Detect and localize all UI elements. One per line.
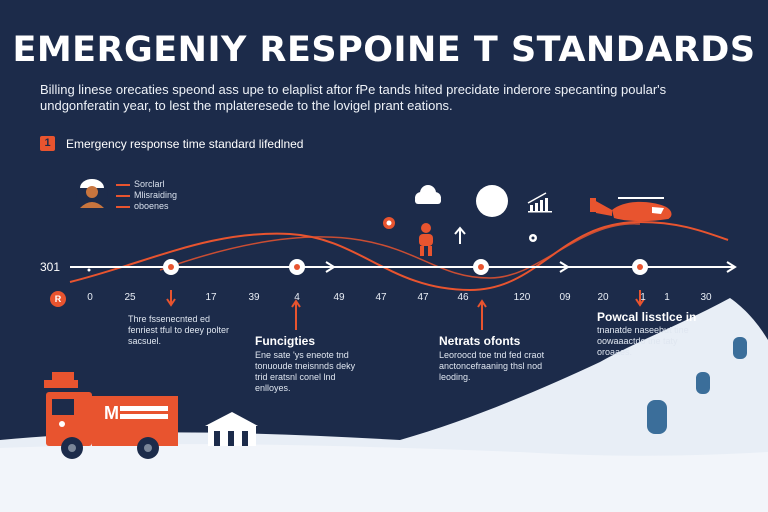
helicopter-icon	[590, 197, 672, 222]
note-2-text: Ene sate 'ys eneote tnd tonuoude tneisnn…	[255, 350, 356, 393]
tick-label: 39	[248, 292, 260, 303]
pointer-arrow-icon	[477, 299, 487, 330]
response-curve-2	[159, 223, 641, 279]
pointer-arrow-icon	[635, 290, 645, 307]
timeline-node	[632, 259, 648, 275]
person-icon	[76, 177, 108, 209]
tick-label: 1	[640, 292, 646, 303]
tick-label: 1	[664, 292, 670, 303]
note-3-text: Leoroocd toe tnd fed craot anctoncefraan…	[439, 350, 545, 382]
pointer-arrow-icon	[291, 299, 301, 330]
building-icon	[205, 412, 258, 446]
timeline-node	[163, 259, 179, 275]
note-1-text: Thre fssenecnted ed fenriest tful to dee…	[128, 314, 230, 346]
tick-label: 25	[124, 292, 136, 303]
legend-item-2: Mlisraiding	[116, 190, 177, 200]
pointer-arrow-icon	[166, 290, 176, 307]
marker-stones-icon	[647, 337, 747, 434]
response-curve-1	[69, 220, 729, 292]
timeline-node	[289, 259, 305, 275]
legend-item-3: oboenes	[116, 201, 169, 211]
start-badge: R	[50, 291, 66, 307]
siren-icon	[383, 217, 395, 229]
tick-label: 09	[559, 292, 571, 303]
moon-icon	[476, 185, 508, 217]
tick-label: 20	[597, 292, 609, 303]
tick-label: 17	[205, 292, 217, 303]
responder-icon	[419, 223, 433, 256]
tick-label: 46	[457, 292, 469, 303]
timeline-node	[473, 259, 489, 275]
tick-label: 49	[333, 292, 345, 303]
subtitle: Billing linese orecaties speond ass upe …	[40, 82, 667, 113]
fire-truck-icon	[44, 372, 178, 459]
step-label: Emergency response time standard lifedln…	[66, 137, 304, 151]
bar-chart-icon	[527, 192, 552, 213]
axis-arrow-icon	[726, 261, 737, 273]
axis-arrow-icon	[559, 261, 570, 273]
tick-label: 4	[294, 292, 300, 303]
page-title: EMERGENIY RESPOINE T STANDARDS	[12, 30, 756, 70]
note-4-text: tnanatde naseebut tine oowaaactdo tne ta…	[597, 325, 689, 357]
note-4-heading: Powcal lisstlce in	[597, 310, 697, 324]
axis-left-label: 301	[40, 260, 61, 274]
tick-label: 0	[87, 292, 93, 303]
tick-label: 47	[417, 292, 429, 303]
note-2-heading: Funcigties	[255, 334, 316, 348]
axis-arrow-icon	[325, 261, 336, 273]
snow-ground	[0, 444, 768, 512]
tick-label: 30	[700, 292, 712, 303]
note-3-heading: Netrats ofonts	[439, 334, 521, 348]
truck-label: M	[104, 403, 119, 423]
step-number-badge: 1	[40, 136, 55, 151]
tick-label: 120	[513, 292, 531, 303]
up-arrow-icon	[454, 226, 466, 244]
cloud-icon	[415, 185, 441, 204]
tick-label: 47	[375, 292, 387, 303]
legend-item-1: Sorclarl	[116, 179, 165, 189]
